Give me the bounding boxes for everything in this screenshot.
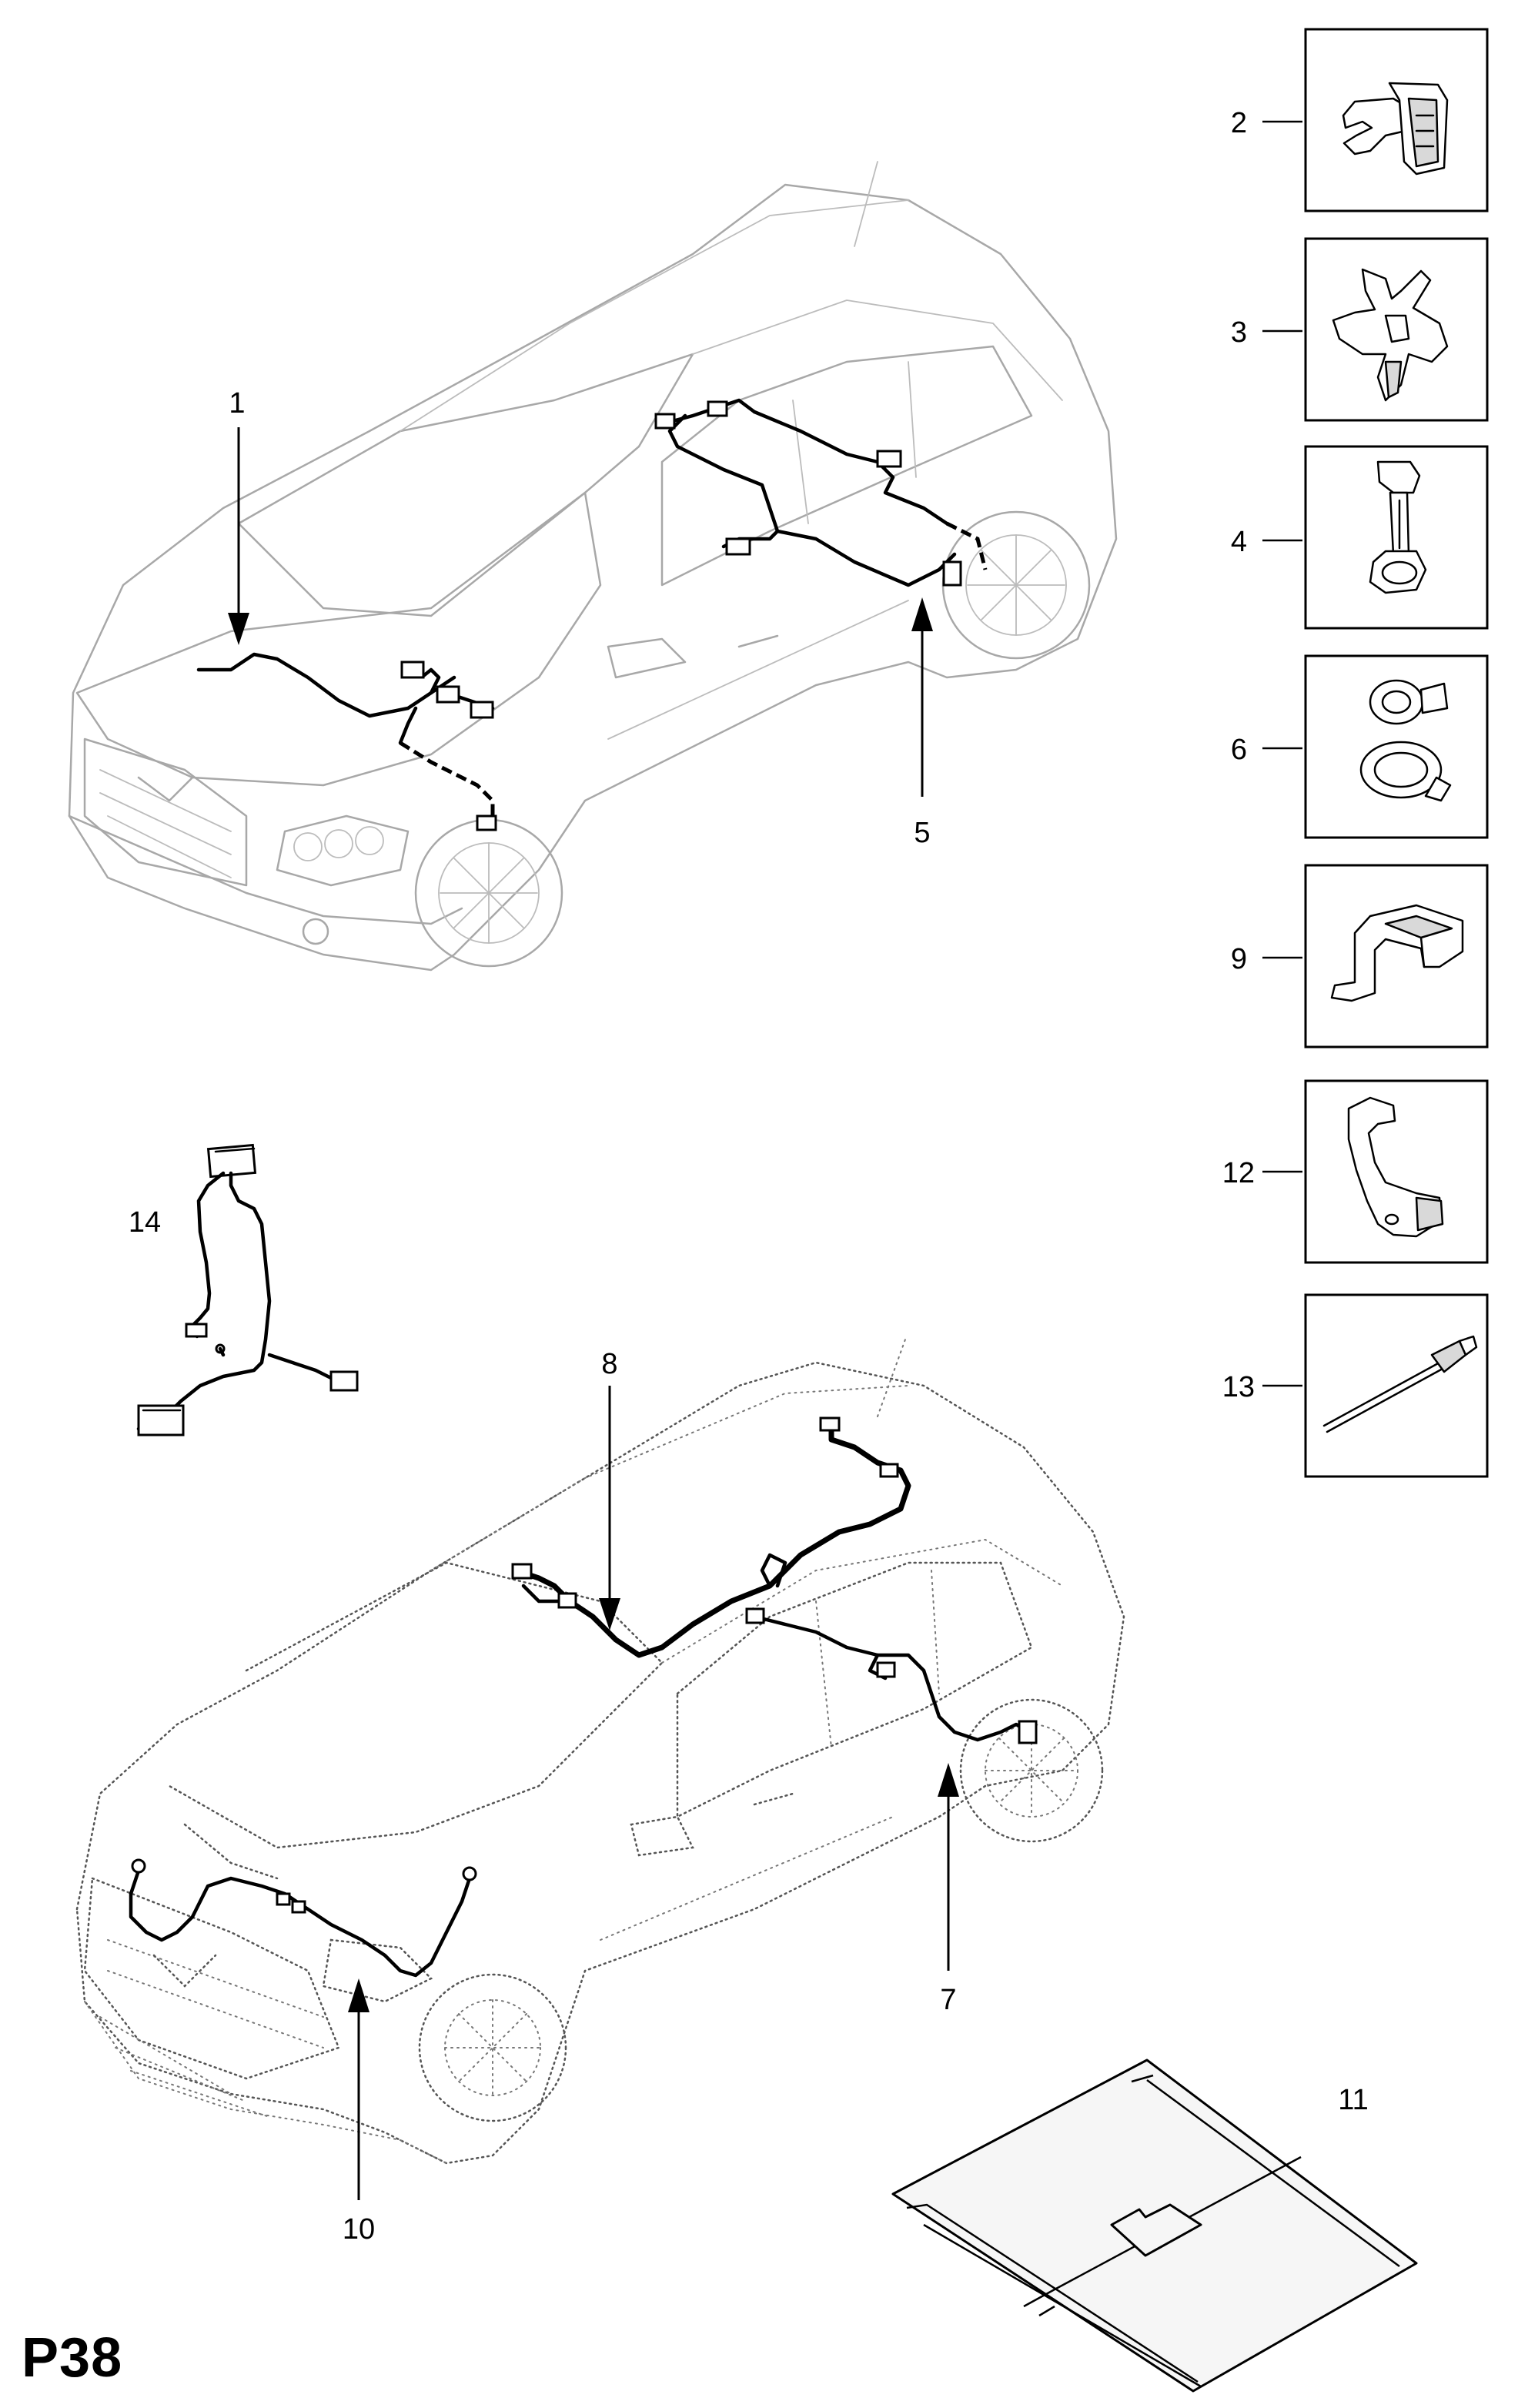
- part-13-box: [1262, 1293, 1489, 1478]
- connector: [654, 413, 676, 430]
- callout-label-6: 6: [1231, 734, 1247, 766]
- connector: [400, 661, 425, 679]
- harness-part-5: [654, 398, 988, 587]
- callout-label-9: 9: [1231, 943, 1247, 975]
- callout-1: [228, 427, 249, 645]
- part-14-harness: [136, 1143, 359, 1436]
- callout-label-10: 10: [343, 2213, 375, 2246]
- callout-label-11: 11: [1338, 2084, 1368, 2116]
- callout-label-8: 8: [601, 1348, 617, 1380]
- callout-label-13: 13: [1222, 1371, 1255, 1403]
- connector: [476, 814, 497, 831]
- callout-label-14: 14: [129, 1206, 161, 1239]
- harness-part-7: [745, 1607, 1038, 1744]
- part-2-box: [1262, 28, 1489, 212]
- part-9-box: [1262, 864, 1489, 1048]
- harness-part-10: [129, 1823, 477, 1978]
- harness-part-8: [511, 1416, 911, 1658]
- callout-label-12: 12: [1222, 1157, 1255, 1189]
- part-6-box: [1262, 654, 1489, 839]
- part-3-box: [1262, 237, 1489, 422]
- part-12-box: [1262, 1079, 1489, 1264]
- callout-8: [599, 1386, 620, 1630]
- callout-5: [911, 597, 933, 797]
- page-code: P38: [22, 2327, 123, 2389]
- part-12-clip-icon: [1347, 1096, 1444, 1238]
- part-4-box: [1262, 445, 1489, 630]
- part-3-clip-icon: [1332, 268, 1449, 402]
- callout-10: [348, 1978, 369, 2200]
- connector: [436, 685, 460, 704]
- callout-label-1: 1: [229, 387, 245, 420]
- part-13-cable-tie-icon: [1322, 1335, 1478, 1433]
- callout-label-2: 2: [1231, 107, 1247, 139]
- part-9-clip-icon: [1330, 904, 1464, 1002]
- callout-label-7: 7: [940, 1984, 956, 2016]
- connector: [725, 537, 751, 556]
- callout-label-5: 5: [914, 817, 930, 849]
- connector: [707, 400, 728, 417]
- connector: [470, 701, 494, 719]
- harness-part-1: [196, 652, 497, 831]
- callout-label-4: 4: [1231, 526, 1247, 558]
- callout-label-3: 3: [1231, 316, 1247, 349]
- connector: [876, 450, 902, 468]
- part-6-clip-icon: [1359, 679, 1452, 802]
- connector: [942, 560, 962, 587]
- part-4-clip-icon: [1369, 460, 1427, 594]
- part-2-clip-icon: [1342, 82, 1449, 176]
- lower-car-outline: [75, 1339, 1125, 2165]
- callout-7: [938, 1763, 959, 1971]
- part-11-mat: [891, 2059, 1418, 2393]
